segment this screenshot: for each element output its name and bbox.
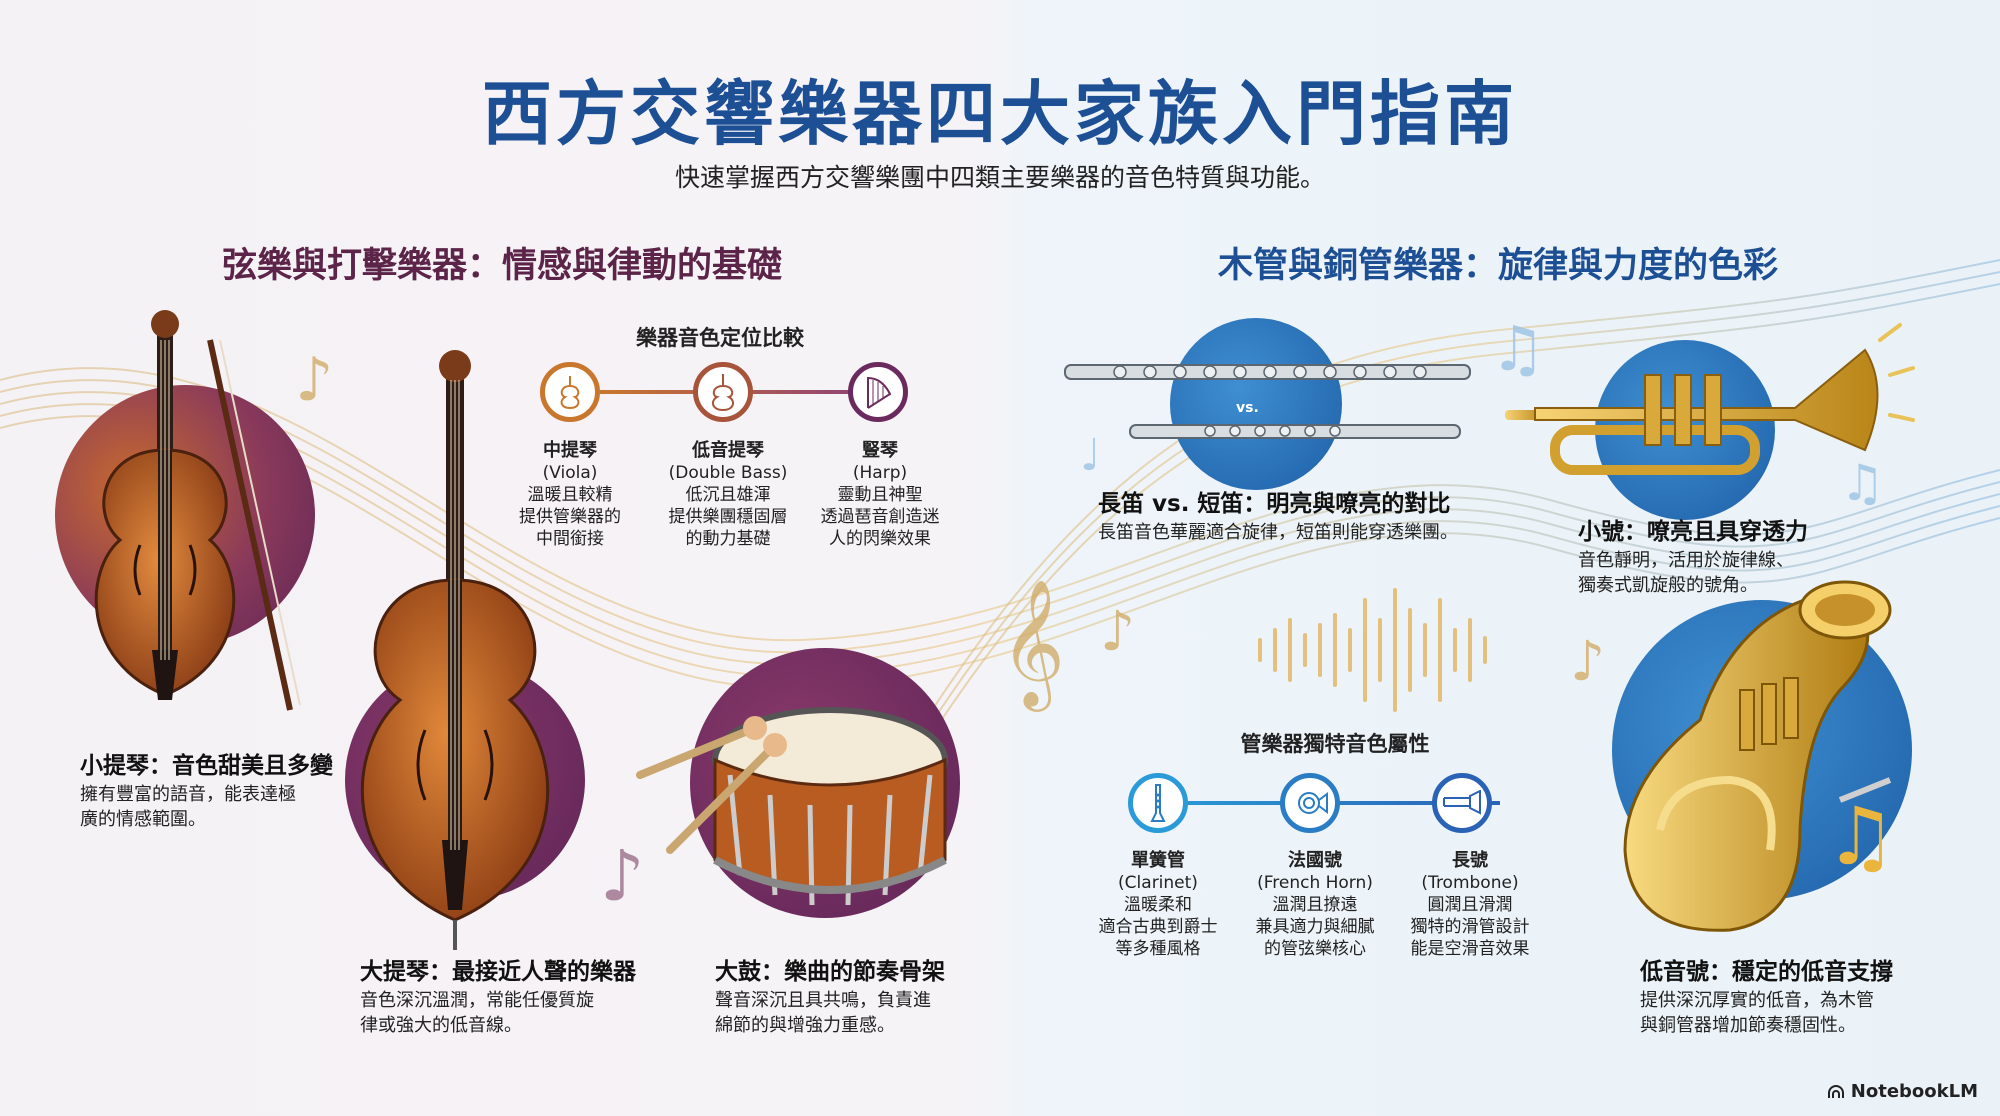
cello-body-1: 音色深沉溫潤，常能任優質旋 [360, 990, 594, 1011]
svg-text:𝄞: 𝄞 [1000, 578, 1065, 712]
harp-node: 豎琴 (Harp) 靈動且神聖 透過琶音創造迷 人的閃樂效果 [810, 440, 950, 550]
svg-text:♫: ♫ [1840, 454, 1885, 512]
viola-desc-1: 溫暖且較精 [527, 485, 613, 505]
trombone-desc-1: 圓潤且滑潤 [1427, 895, 1513, 915]
harp-desc-2: 透過琶音創造迷 [820, 507, 940, 527]
trumpet-caption: 小號：嘹亮且具穿透力 音色靜明，活用於旋律線、 獨奏式凱旋般的號角。 [1578, 518, 1898, 598]
tuba-body-2: 與銅管器增加節奏穩固性。 [1640, 1015, 1856, 1036]
cello-illustration [360, 350, 550, 950]
viola-node: 中提琴 (Viola) 溫暖且較精 提供管樂器的 中間銜接 [500, 440, 640, 550]
harp-icon [848, 362, 908, 422]
drum-body-2: 綿節的與增強力重感。 [715, 1015, 895, 1036]
flute-illustration [1064, 364, 1471, 439]
harp-name: 豎琴 [862, 440, 898, 461]
flute-vs-label: vs. [1236, 400, 1259, 416]
music-note-icon: ♫ [1825, 790, 1897, 883]
flute-caption: 長笛 vs. 短笛：明亮與嘹亮的對比 長笛音色華麗適合旋律，短笛則能穿透樂團。 [1098, 490, 1518, 545]
french-horn-en: (French Horn) [1257, 873, 1373, 893]
right-section-heading: 木管與銅管樂器：旋律與力度的色彩 [1218, 246, 1779, 286]
cello-caption: 大提琴：最接近人聲的樂器 音色深沉溫潤，常能任優質旋 律或強大的低音線。 [360, 958, 680, 1038]
violin-body-1: 擁有豐富的語音，能表達極 [80, 784, 296, 805]
violin-body-2: 廣的情感範圍。 [80, 809, 206, 830]
french-horn-desc-1: 溫潤且撩遠 [1272, 895, 1358, 915]
violin-caption: 小提琴：音色甜美且多變 擁有豐富的語音，能表達極 廣的情感範圍。 [80, 752, 340, 832]
svg-text:♪: ♪ [295, 345, 333, 415]
left-section-heading: 弦樂與打擊樂器：情感與律動的基礎 [222, 246, 783, 286]
double-bass-desc-2: 提供樂團穩固層 [668, 507, 788, 527]
notebooklm-watermark: NotebookLM [1827, 1081, 1978, 1102]
harp-desc-1: 靈動且神聖 [837, 485, 923, 505]
wind-comparison-title: 管樂器獨特音色屬性 [1240, 732, 1430, 756]
trumpet-heading: 小號：嘹亮且具穿透力 [1578, 519, 1808, 545]
viola-desc-2: 提供管樂器的 [519, 507, 621, 527]
trombone-en: (Trombone) [1421, 873, 1519, 893]
svg-text:♪: ♪ [600, 835, 645, 917]
clarinet-en: (Clarinet) [1118, 873, 1198, 893]
flute-body-1: 長笛音色華麗適合旋律，短笛則能穿透樂團。 [1098, 522, 1458, 543]
violin-illustration [94, 310, 301, 711]
trombone-icon [1432, 773, 1492, 833]
clarinet-desc-1: 溫暖柔和 [1124, 895, 1192, 915]
svg-text:♩: ♩ [1080, 430, 1101, 481]
double-bass-desc-3: 的動力基礎 [685, 529, 771, 549]
french-horn-name: 法國號 [1288, 850, 1342, 871]
viola-icon [540, 362, 600, 422]
clarinet-node: 單簧管 (Clarinet) 溫暖柔和 適合古典到爵士 等多種風格 [1088, 850, 1228, 960]
trumpet-illustration [1505, 323, 1915, 475]
trombone-desc-3: 能是空滑音效果 [1410, 939, 1530, 959]
tuba-caption: 低音號：穩定的低音支撐 提供深沉厚實的低音，為木管 與銅管器增加節奏穩固性。 [1640, 958, 1970, 1038]
french-horn-node: 法國號 (French Horn) 溫潤且撩遠 兼具適力與細膩 的管弦樂核心 [1240, 850, 1390, 960]
cello-heading: 大提琴：最接近人聲的樂器 [360, 959, 636, 985]
double-bass-desc-1: 低沉且雄渾 [685, 485, 771, 505]
clarinet-desc-3: 等多種風格 [1115, 939, 1201, 959]
flute-heading: 長笛 vs. 短笛：明亮與嘹亮的對比 [1098, 491, 1451, 517]
trombone-node: 長號 (Trombone) 圓潤且滑潤 獨特的滑管設計 能是空滑音效果 [1395, 850, 1545, 960]
double-bass-en: (Double Bass) [668, 463, 788, 483]
flute-backdrop [1170, 318, 1342, 490]
page-subtitle: 快速掌握西方交響樂團中四類主要樂器的音色特質與功能。 [674, 163, 1325, 192]
violin-heading: 小提琴：音色甜美且多變 [80, 753, 333, 779]
drum-caption: 大鼓：樂曲的節奏骨架 聲音深沉且具共鳴，負責進 綿節的與增強力重感。 [715, 958, 1015, 1038]
viola-desc-3: 中間銜接 [536, 529, 604, 549]
notebooklm-logo-icon [1827, 1084, 1844, 1098]
trombone-desc-2: 獨特的滑管設計 [1410, 917, 1530, 937]
french-horn-desc-2: 兼具適力與細膩 [1255, 917, 1375, 937]
viola-en: (Viola) [542, 463, 598, 483]
harp-desc-3: 人的閃樂效果 [829, 529, 931, 549]
french-horn-icon [1280, 773, 1340, 833]
french-horn-desc-3: 的管弦樂核心 [1264, 939, 1366, 959]
harp-en: (Harp) [852, 463, 908, 483]
watermark-text: NotebookLM [1850, 1081, 1978, 1102]
svg-text:♫: ♫ [1490, 312, 1546, 385]
trombone-name: 長號 [1452, 850, 1488, 871]
svg-text:♪: ♪ [1570, 629, 1605, 693]
double-bass-name: 低音提琴 [692, 440, 764, 461]
double-bass-icon [693, 362, 753, 422]
clarinet-desc-2: 適合古典到爵士 [1098, 917, 1218, 937]
tuba-body-1: 提供深沉厚實的低音，為木管 [1640, 990, 1874, 1011]
svg-text:♪: ♪ [1100, 599, 1135, 663]
tuba-illustration [1623, 580, 1892, 932]
page-title: 西方交響樂器四大家族入門指南 [482, 73, 1518, 155]
tuba-heading: 低音號：穩定的低音支撐 [1640, 959, 1893, 985]
clarinet-icon [1128, 773, 1188, 833]
drum-illustration [636, 707, 948, 906]
clarinet-name: 單簧管 [1131, 850, 1185, 871]
cello-body-2: 律或強大的低音線。 [360, 1015, 522, 1036]
trumpet-body-2: 獨奏式凱旋般的號角。 [1578, 575, 1758, 596]
drum-body-1: 聲音深沉且具共鳴，負責進 [715, 990, 931, 1011]
drum-heading: 大鼓：樂曲的節奏骨架 [715, 959, 945, 985]
viola-name: 中提琴 [543, 440, 597, 461]
double-bass-node: 低音提琴 (Double Bass) 低沉且雄渾 提供樂團穩固層 的動力基礎 [648, 440, 808, 550]
string-comparison-title: 樂器音色定位比較 [636, 326, 804, 350]
trumpet-body-1: 音色靜明，活用於旋律線、 [1578, 550, 1794, 571]
